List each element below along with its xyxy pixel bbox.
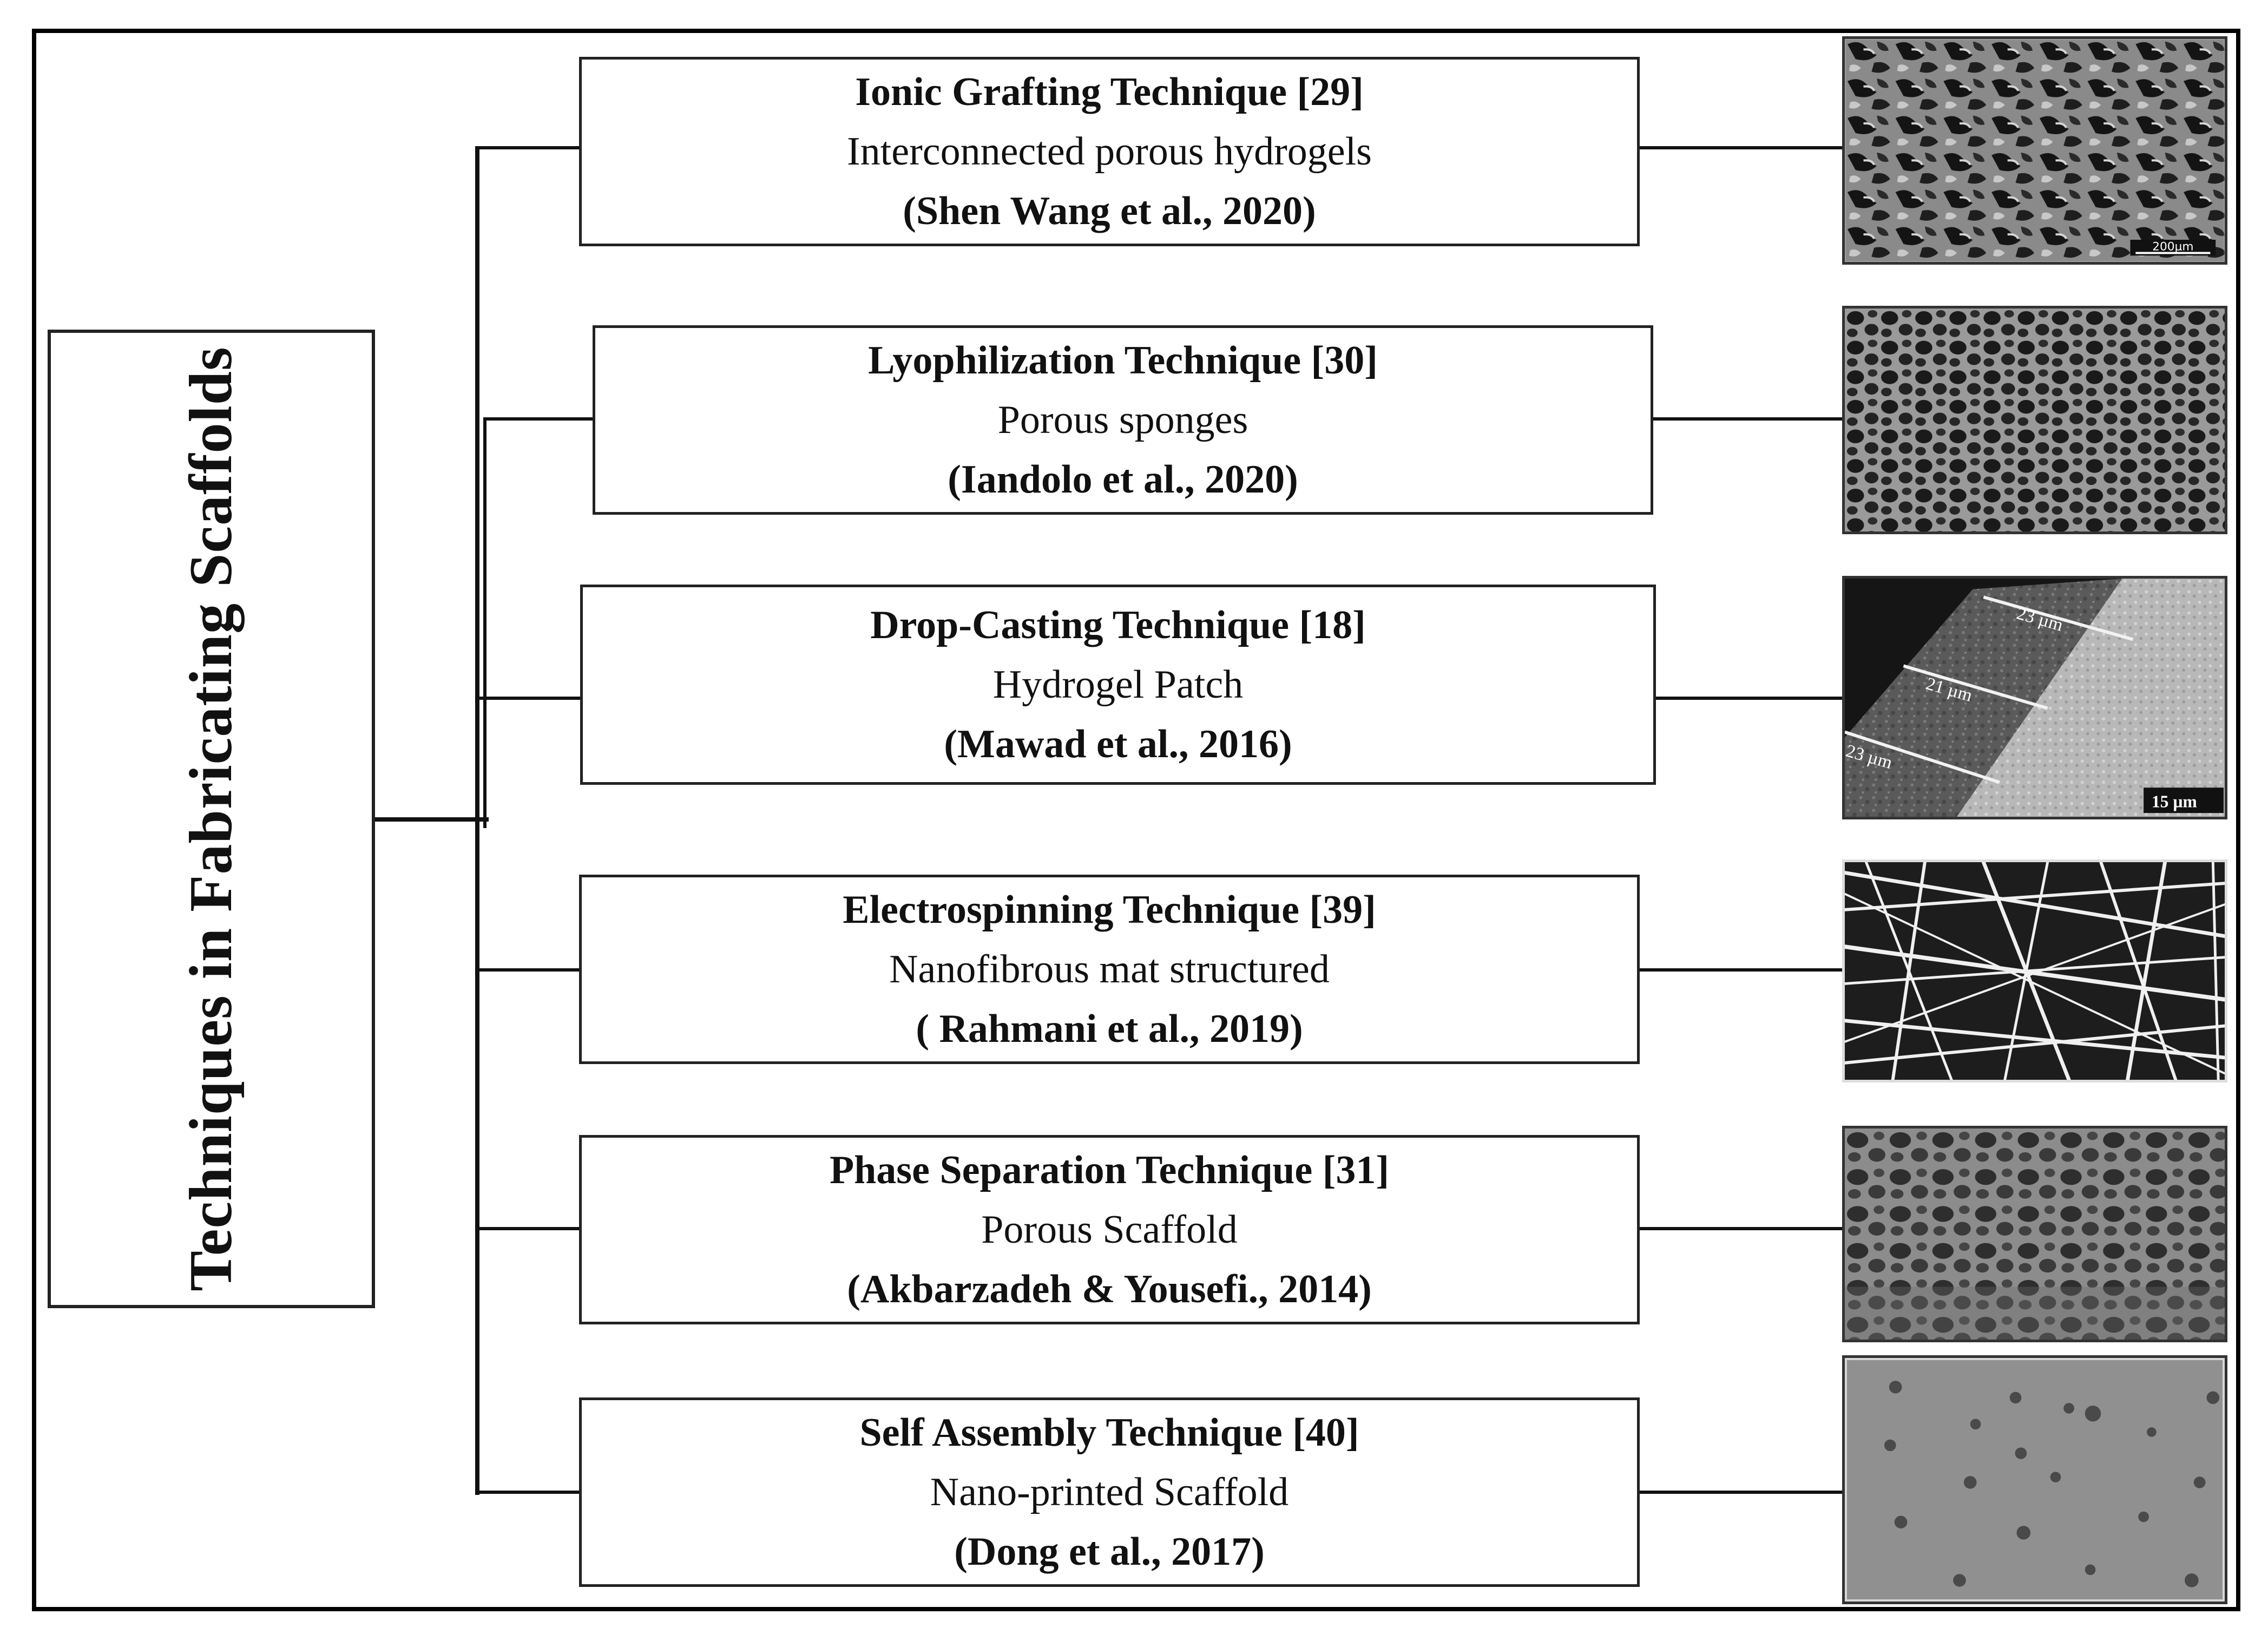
figure-frame <box>32 29 2240 1611</box>
image-link-3 <box>1656 697 1842 700</box>
spine-line-secondary <box>483 417 487 828</box>
technique-reference: (Iandolo et al., 2020) <box>948 457 1298 502</box>
technique-box-lyophilization: Lyophilization Technique [30] Porous spo… <box>593 325 1653 515</box>
branch-line-4 <box>475 968 580 972</box>
branch-line-1 <box>475 146 580 149</box>
image-link-2 <box>1653 417 1842 421</box>
root-connector <box>375 817 489 822</box>
branch-line-5 <box>475 1227 580 1230</box>
scale-label: 200µm <box>2152 240 2193 254</box>
image-link-1 <box>1640 146 1842 149</box>
technique-title: Ionic Grafting Technique [29] <box>855 70 1364 114</box>
micrograph-electrospinning <box>1842 859 2227 1082</box>
branch-line-3 <box>475 697 580 700</box>
technique-reference: ( Rahmani et al., 2019) <box>916 1007 1303 1051</box>
branch-line-6 <box>475 1491 580 1494</box>
root-node-box <box>48 330 375 1308</box>
micrograph-drop-casting: 23 µm 21 µm 23 µm 15 µm <box>1842 576 2227 819</box>
image-scale-label: 15 µm <box>2152 792 2197 811</box>
micrograph-lyophilization <box>1842 306 2227 534</box>
micrograph-self-assembly <box>1842 1355 2227 1604</box>
image-link-6 <box>1640 1491 1842 1494</box>
image-link-4 <box>1640 968 1842 972</box>
technique-title: Drop-Casting Technique [18] <box>870 603 1366 647</box>
technique-reference: (Shen Wang et al., 2020) <box>903 189 1316 233</box>
technique-reference: (Dong et al., 2017) <box>954 1530 1265 1574</box>
technique-box-ionic-grafting: Ionic Grafting Technique [29] Interconne… <box>579 57 1640 246</box>
technique-description: Interconnected porous hydrogels <box>847 129 1372 174</box>
technique-description: Porous Scaffold <box>981 1208 1238 1252</box>
micrograph-phase-separation <box>1842 1126 2227 1342</box>
spine-line <box>475 147 479 1495</box>
technique-description: Hydrogel Patch <box>992 662 1244 707</box>
root-node-title: Techniques in Fabricating Scaffolds <box>178 346 245 1291</box>
technique-description: Porous sponges <box>997 398 1248 442</box>
technique-box-phase-separation: Phase Separation Technique [31] Porous S… <box>579 1135 1640 1324</box>
technique-box-drop-casting: Drop-Casting Technique [18] Hydrogel Pat… <box>580 585 1656 785</box>
branch-line-2 <box>483 417 593 421</box>
technique-title: Electrospinning Technique [39] <box>843 888 1376 932</box>
technique-title: Phase Separation Technique [31] <box>829 1148 1390 1192</box>
micrograph-ionic-grafting: 200µm <box>1842 36 2227 265</box>
technique-description: Nano-printed Scaffold <box>930 1470 1289 1514</box>
technique-reference: (Mawad et al., 2016) <box>944 722 1292 766</box>
technique-reference: (Akbarzadeh & Yousefi., 2014) <box>847 1267 1372 1311</box>
technique-box-electrospinning: Electrospinning Technique [39] Nanofibro… <box>579 875 1640 1064</box>
image-link-5 <box>1640 1227 1842 1230</box>
technique-title: Self Assembly Technique [40] <box>859 1410 1359 1455</box>
technique-box-self-assembly: Self Assembly Technique [40] Nano-printe… <box>579 1397 1640 1587</box>
technique-description: Nanofibrous mat structured <box>889 947 1330 992</box>
technique-title: Lyophilization Technique [30] <box>868 338 1378 383</box>
